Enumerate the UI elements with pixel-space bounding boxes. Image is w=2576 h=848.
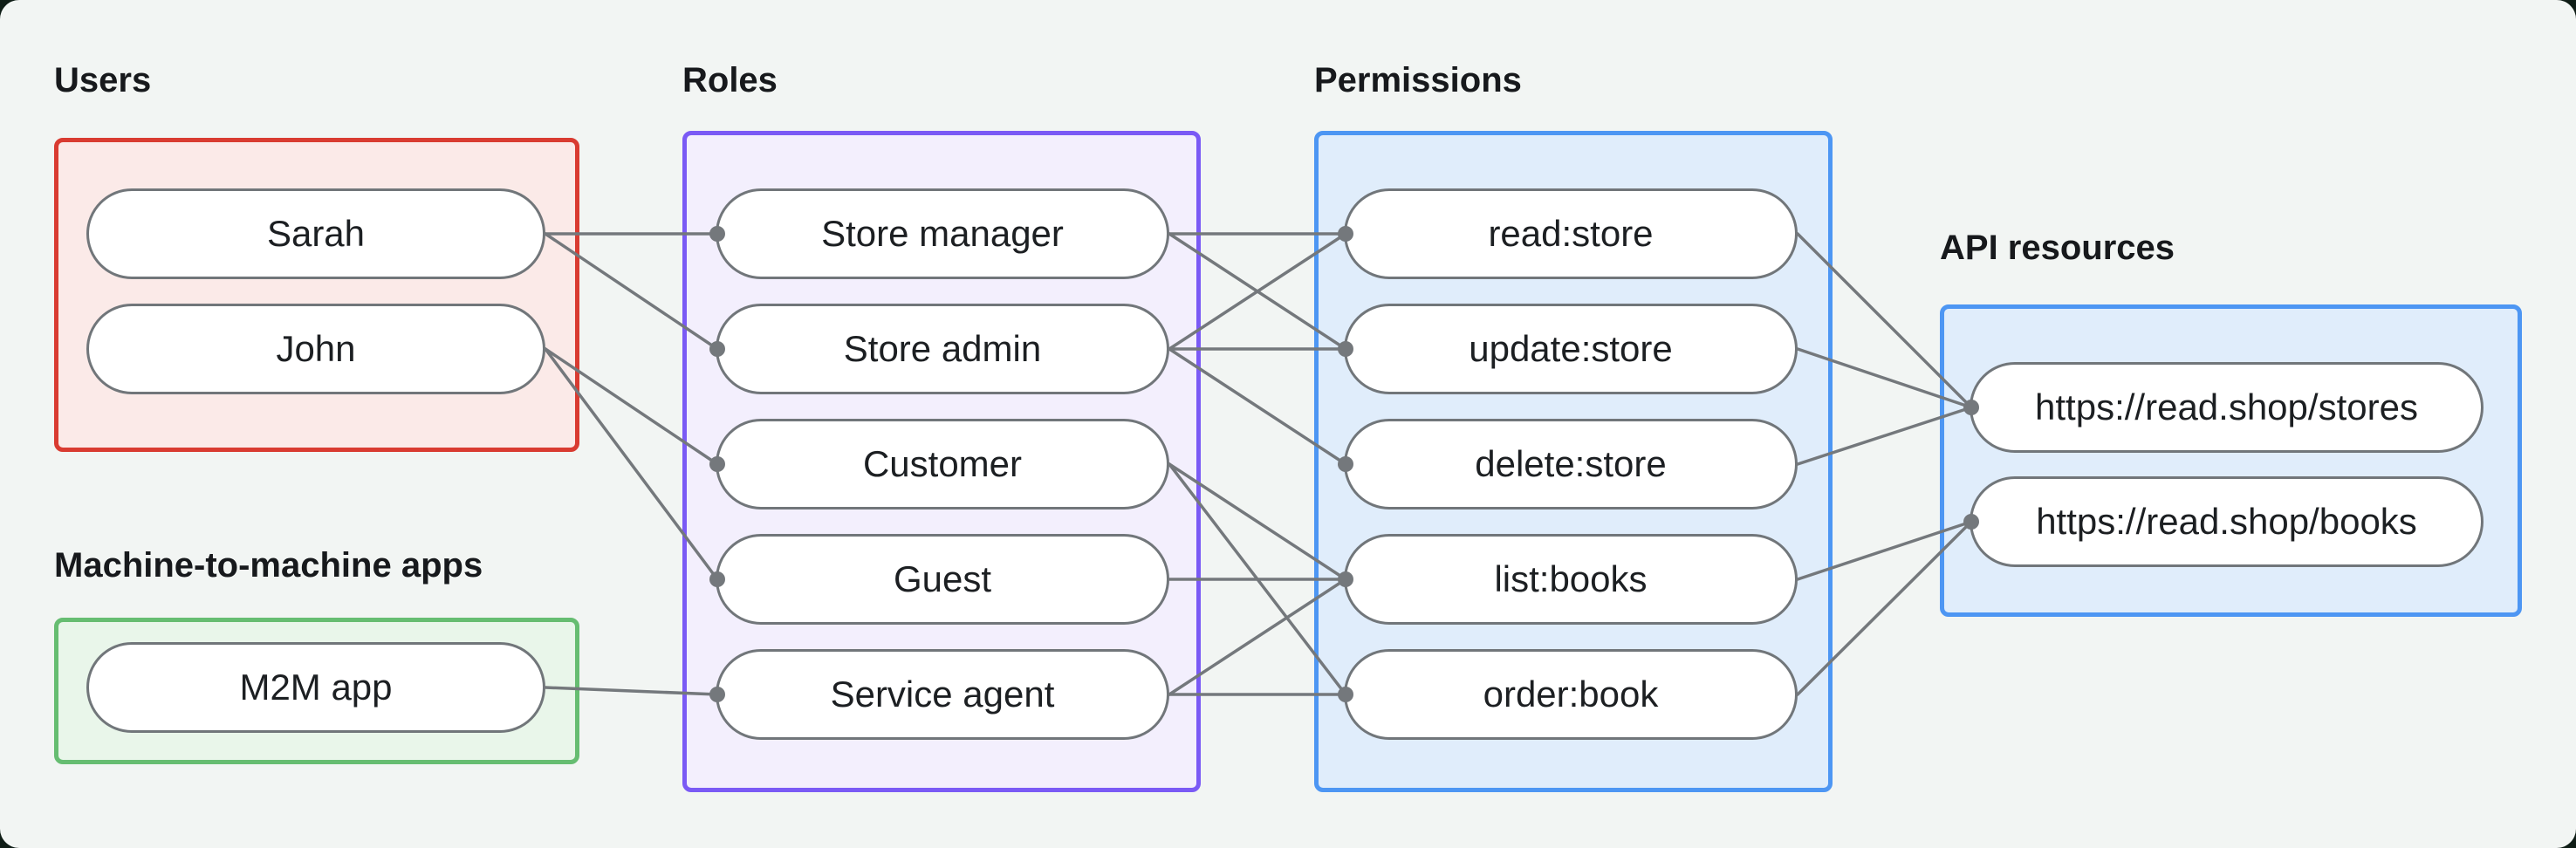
node-sarah: Sarah [86, 188, 545, 279]
section-label-users: Users [54, 61, 152, 99]
node-store-admin: Store admin [716, 304, 1169, 394]
node-list-books: list:books [1344, 534, 1798, 625]
node-john: John [86, 304, 545, 394]
node-books-api: https://read.shop/books [1970, 476, 2484, 567]
section-label-m2m-apps: Machine-to-machine apps [54, 546, 483, 585]
node-service-agent: Service agent [716, 649, 1169, 740]
node-order-book: order:book [1344, 649, 1798, 740]
section-label-api-resources: API resources [1940, 229, 2175, 267]
section-label-roles: Roles [682, 61, 778, 99]
node-store-manager: Store manager [716, 188, 1169, 279]
node-guest: Guest [716, 534, 1169, 625]
node-customer: Customer [716, 419, 1169, 509]
section-label-permissions: Permissions [1314, 61, 1522, 99]
node-m2m-app: M2M app [86, 642, 545, 733]
node-delete-store: delete:store [1344, 419, 1798, 509]
node-read-store: read:store [1344, 188, 1798, 279]
node-update-store: update:store [1344, 304, 1798, 394]
node-stores-api: https://read.shop/stores [1970, 362, 2484, 453]
